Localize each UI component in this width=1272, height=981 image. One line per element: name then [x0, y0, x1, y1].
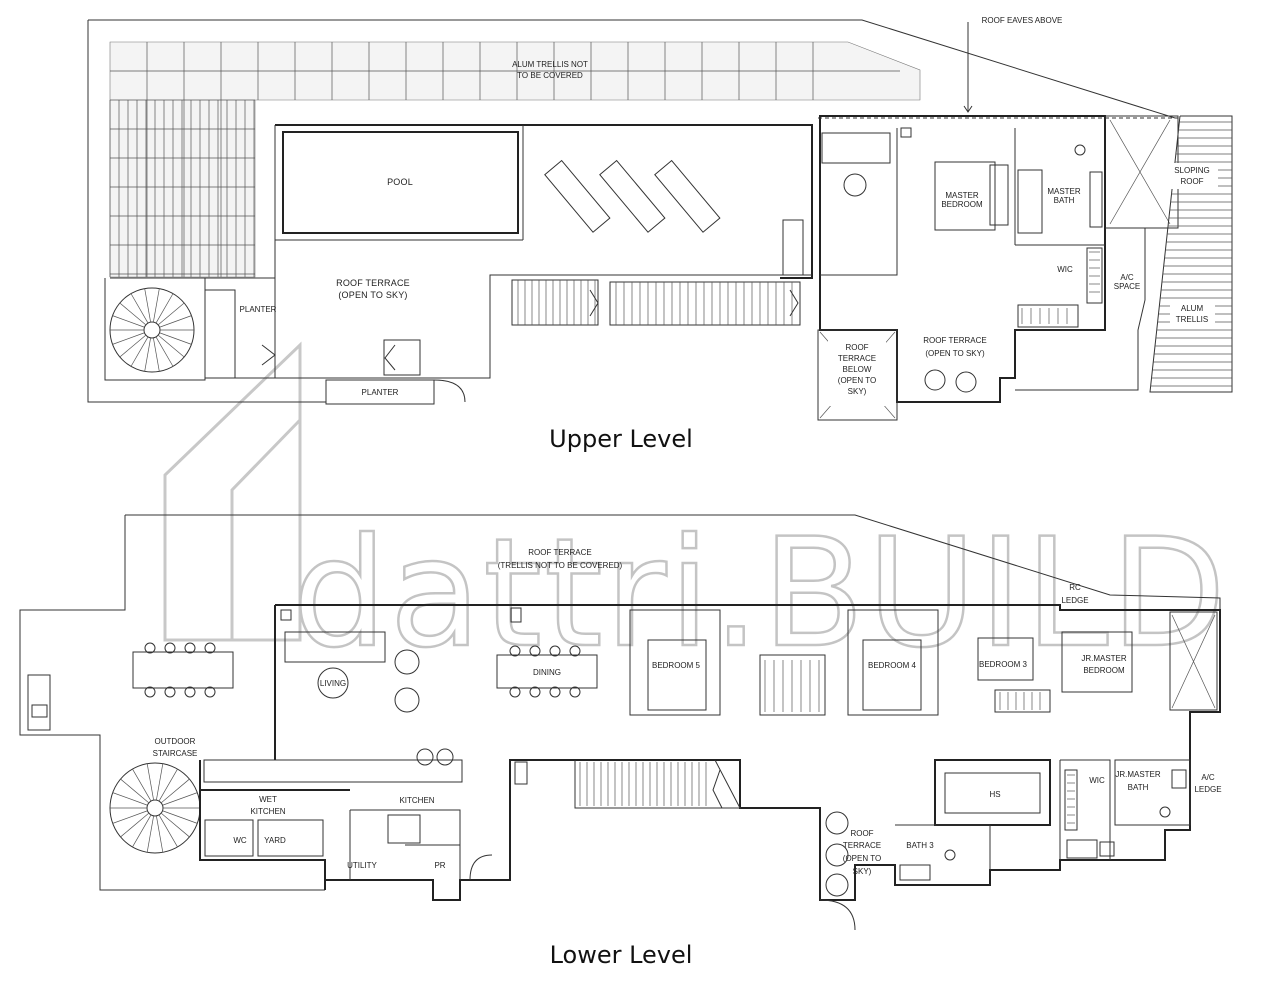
household-shelter	[934, 759, 1051, 826]
label-planter-b: PLANTER	[362, 388, 399, 397]
label-roof-terrace-b3: (OPEN TO	[843, 854, 881, 863]
kitchen-counter	[203, 759, 463, 783]
planter-b	[325, 379, 435, 405]
label-bedroom-3: BEDROOM 3	[979, 660, 1028, 669]
upper-boundary-top	[88, 19, 1178, 119]
label-roof-terrace-r1: ROOF TERRACE	[923, 336, 986, 345]
label-bedroom-4: BEDROOM 4	[868, 661, 917, 670]
label-terrace-below-3: BELOW	[843, 365, 872, 374]
upper-level-title: Upper Level	[549, 425, 693, 453]
master-bed	[934, 161, 996, 231]
lower-interior-walls	[275, 604, 1221, 901]
coffee-table	[317, 667, 349, 699]
jr-master-bedroom	[1061, 631, 1133, 693]
label-roof-terrace-b4: SKY)	[853, 867, 872, 876]
label-terrace-below-2: TERRACE	[838, 354, 876, 363]
label-yard: YARD	[264, 836, 286, 845]
label-lower-roof-terrace-2: (TRELLIS NOT TO BE COVERED)	[498, 561, 623, 570]
label-utility: UTILITY	[347, 861, 377, 870]
label-alum-trellis-r2: TRELLIS	[1176, 315, 1208, 324]
label-lower-roof-terrace-1: ROOF TERRACE	[528, 548, 591, 557]
label-sloping-roof-1: SLOPING	[1174, 166, 1210, 175]
label-master-bath-1: MASTER	[1047, 187, 1081, 196]
label-bath3: BATH 3	[906, 841, 934, 850]
label-wic-upper: WIC	[1057, 265, 1073, 274]
label-jr-master-bath-2: BATH	[1128, 783, 1149, 792]
stair-run-upper	[511, 279, 801, 326]
lower-level-plan: ROOF TERRACE (TRELLIS NOT TO BE COVERED)…	[19, 514, 1222, 969]
bedroom-3	[977, 637, 1034, 681]
label-ac-ledge-2: LEDGE	[1194, 785, 1221, 794]
sloping-roof	[1149, 115, 1233, 393]
bedroom-4	[847, 609, 939, 716]
label-roof-terrace-1: ROOF TERRACE	[336, 278, 410, 288]
pool-terrace-wall	[275, 124, 813, 279]
label-jr-master-bath-1: JR.MASTER	[1115, 770, 1161, 779]
jr-master-bath	[1114, 759, 1191, 826]
spiral-staircase-lower	[109, 762, 201, 854]
label-ac-space-1: A/C	[1120, 273, 1134, 282]
bathtub	[1017, 169, 1043, 234]
label-jr-master-bedroom-1: JR.MASTER	[1081, 654, 1127, 663]
lower-boundary-left	[19, 515, 325, 891]
label-master-bedroom-2: BEDROOM	[941, 200, 983, 209]
label-alum-trellis-r1: ALUM	[1181, 304, 1204, 313]
pool	[282, 131, 519, 234]
label-alum-trellis-2: TO BE COVERED	[517, 71, 583, 80]
label-alum-trellis-1: ALUM TRELLIS NOT	[512, 60, 588, 69]
label-roof-eaves: ROOF EAVES ABOVE	[982, 16, 1063, 25]
label-kitchen: KITCHEN	[399, 796, 434, 805]
label-sloping-roof-2: ROOF	[1180, 177, 1203, 186]
label-living: LIVING	[320, 679, 346, 688]
label-pr: PR	[434, 861, 445, 870]
upper-level-plan: ALUM TRELLIS NOT TO BE COVERED POOL ROOF…	[87, 16, 1233, 453]
label-outdoor-staircase-2: STAIRCASE	[153, 749, 198, 758]
label-rc-ledge-2: LEDGE	[1061, 596, 1088, 605]
dining-table	[496, 654, 598, 689]
label-terrace-below-4: (OPEN TO	[838, 376, 876, 385]
label-wc: WC	[233, 836, 247, 845]
watermark: dattri.BUILD	[163, 341, 1228, 682]
spiral-staircase-upper	[104, 278, 206, 381]
label-wet-kitchen-2: KITCHEN	[250, 807, 285, 816]
label-roof-terrace-2: (OPEN TO SKY)	[338, 290, 407, 300]
label-wet-kitchen-1: WET	[259, 795, 277, 804]
label-planter-a: PLANTER	[240, 305, 277, 314]
label-terrace-below-5: SKY)	[848, 387, 867, 396]
upper-boundary-left	[87, 20, 326, 403]
alum-trellis-grid	[109, 41, 921, 278]
label-hs: HS	[989, 790, 1000, 799]
bedroom-5	[629, 609, 721, 716]
sun-loungers	[544, 159, 721, 233]
label-ac-space-2: SPACE	[1114, 282, 1141, 291]
sofa	[284, 631, 386, 663]
label-ac-ledge-1: A/C	[1201, 773, 1215, 782]
wardrobe-5	[759, 654, 826, 716]
label-roof-terrace-r2: (OPEN TO SKY)	[925, 349, 985, 358]
label-roof-terrace-b2: TERRACE	[843, 841, 881, 850]
label-master-bedroom-1: MASTER	[945, 191, 979, 200]
watermark-text: dattri.BUILD	[292, 507, 1228, 681]
label-master-bath-2: BATH	[1054, 196, 1075, 205]
label-jr-master-bedroom-2: BEDROOM	[1083, 666, 1125, 675]
stair-run-lower	[514, 759, 741, 809]
label-wic-lower: WIC	[1089, 776, 1105, 785]
label-dining: DINING	[533, 668, 561, 677]
label-terrace-below-1: ROOF	[845, 343, 868, 352]
label-bedroom-5: BEDROOM 5	[652, 661, 701, 670]
label-pool: POOL	[387, 177, 413, 187]
lower-level-title: Lower Level	[550, 941, 693, 969]
label-roof-terrace-b1: ROOF	[850, 829, 873, 838]
outdoor-dining-table	[132, 651, 234, 689]
label-rc-ledge-1: RC	[1069, 583, 1081, 592]
terrace-below-box	[817, 329, 898, 421]
label-outdoor-staircase-1: OUTDOOR	[155, 737, 196, 746]
